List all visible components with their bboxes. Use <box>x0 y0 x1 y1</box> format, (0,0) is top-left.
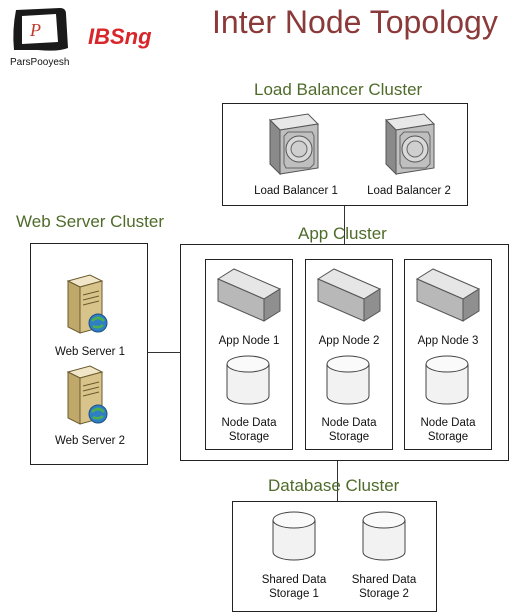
app-node-icon <box>413 265 481 325</box>
shared-data-storage-1-label: Shared Data Storage 1 <box>261 574 327 600</box>
connector-web-app <box>148 352 181 353</box>
storage-cylinder-icon <box>225 354 271 406</box>
parspooyesh-logo-text: ParsPooyesh <box>10 57 69 68</box>
page-title: Inter Node Topology <box>212 4 498 40</box>
load-balancer-icon <box>262 110 322 176</box>
app-node-3-label: App Node 3 <box>417 335 479 347</box>
load-balancer-2-label: Load Balancer 2 <box>367 185 451 197</box>
load-balancer-cluster-title: Load Balancer Cluster <box>254 80 423 99</box>
app-node-1-label: App Node 1 <box>218 335 280 347</box>
load-balancer-1-label: Load Balancer 1 <box>254 185 338 197</box>
app-node-icon <box>314 265 382 325</box>
shared-data-storage-2-label: Shared Data Storage 2 <box>351 574 417 600</box>
node-data-storage-2-label: Node Data Storage <box>321 417 377 443</box>
node-data-storage-1-label: Node Data Storage <box>221 417 277 443</box>
app-node-2-label: App Node 2 <box>318 335 380 347</box>
web-server-icon <box>62 364 114 430</box>
storage-cylinder-icon <box>361 510 407 562</box>
app-cluster-title: App Cluster <box>298 224 387 243</box>
storage-cylinder-icon <box>271 510 317 562</box>
database-cluster-title: Database Cluster <box>268 476 400 495</box>
storage-cylinder-icon <box>325 354 371 406</box>
load-balancer-icon <box>378 110 438 176</box>
app-node-icon <box>214 265 282 325</box>
parspooyesh-logo: P ParsPooyesh <box>8 6 80 72</box>
web-server-2-label: Web Server 2 <box>54 435 126 447</box>
storage-cylinder-icon <box>424 354 470 406</box>
svg-text:P: P <box>29 20 41 40</box>
connector-lb-app <box>344 206 345 244</box>
node-data-storage-3-label: Node Data Storage <box>420 417 476 443</box>
connector-app-db <box>337 461 338 501</box>
web-server-icon <box>62 273 114 339</box>
web-server-1-label: Web Server 1 <box>54 346 126 358</box>
ibsng-logo-text: IBSng <box>88 24 152 49</box>
web-server-cluster-title: Web Server Cluster <box>16 212 165 231</box>
ibsng-logo: IBSng <box>84 22 174 52</box>
